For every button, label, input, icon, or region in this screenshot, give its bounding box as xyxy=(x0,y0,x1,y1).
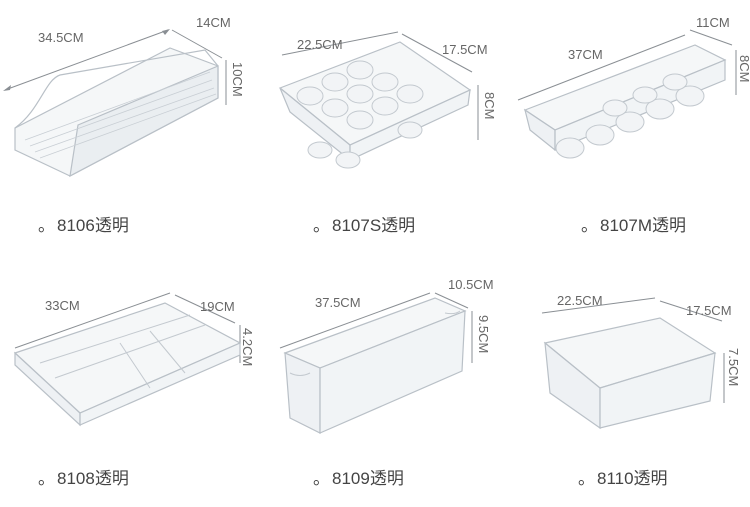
product-caption: 。8109透明 xyxy=(313,464,404,489)
product-image-8107s xyxy=(278,31,479,169)
length-label: 22.5CM xyxy=(557,293,603,308)
length-label: 37CM xyxy=(568,47,603,62)
caption-bullet: 。 xyxy=(313,469,330,488)
product-caption: 。8107M透明 xyxy=(581,211,686,236)
caption-bullet: 。 xyxy=(578,469,595,488)
product-caption: 。8106透明 xyxy=(38,211,129,236)
height-label: 7.5CM xyxy=(726,348,741,387)
caption-bullet: 。 xyxy=(38,469,55,488)
height-label: 8CM xyxy=(482,92,497,120)
product-card-8107m: 37CM 11CM 8CM 。8107M透明 xyxy=(500,0,750,253)
product-image-8108 xyxy=(13,292,242,427)
caption-bullet: 。 xyxy=(581,216,598,235)
product-code: 8107M透明 xyxy=(600,216,686,235)
width-label: 11CM xyxy=(696,15,730,30)
width-label: 17.5CM xyxy=(686,303,732,318)
height-label: 8CM xyxy=(737,55,750,83)
product-card-8106: 34.5CM 14CM 10CM 。8106透明 xyxy=(0,0,250,253)
product-image-8109 xyxy=(279,292,473,434)
product-image-8107m xyxy=(517,29,737,159)
height-label: 9.5CM xyxy=(476,315,491,354)
width-label: 17.5CM xyxy=(442,42,488,57)
height-label: 4.2CM xyxy=(240,328,255,367)
product-card-8110: 22.5CM 17.5CM 7.5CM 。8110透明 xyxy=(500,253,750,506)
product-code: 8110透明 xyxy=(597,469,668,488)
product-caption: 。8108透明 xyxy=(38,464,129,489)
product-card-8109: 37.5CM 10.5CM 9.5CM 。8109透明 xyxy=(250,253,500,506)
length-label: 22.5CM xyxy=(297,37,343,52)
length-label: 37.5CM xyxy=(315,295,361,310)
length-label: 34.5CM xyxy=(38,30,84,45)
product-card-8108: 33CM 19CM 4.2CM 。8108透明 xyxy=(0,253,255,506)
product-image-8106 xyxy=(3,29,227,178)
product-card-8107s: 22.5CM 17.5CM 8CM 。8107S透明 xyxy=(250,0,500,253)
product-code: 8106透明 xyxy=(57,216,129,235)
product-image-8110 xyxy=(541,297,725,430)
height-label: 10CM xyxy=(230,62,245,97)
caption-bullet: 。 xyxy=(38,216,55,235)
width-label: 10.5CM xyxy=(448,277,494,292)
caption-bullet: 。 xyxy=(313,216,330,235)
product-caption: 。8107S透明 xyxy=(313,211,415,236)
product-code: 8107S透明 xyxy=(332,216,416,235)
width-label: 14CM xyxy=(196,15,231,30)
product-code: 8108透明 xyxy=(57,469,129,488)
length-label: 33CM xyxy=(45,298,80,313)
product-code: 8109透明 xyxy=(332,469,404,488)
product-caption: 。8110透明 xyxy=(578,464,668,489)
width-label: 19CM xyxy=(200,299,235,314)
